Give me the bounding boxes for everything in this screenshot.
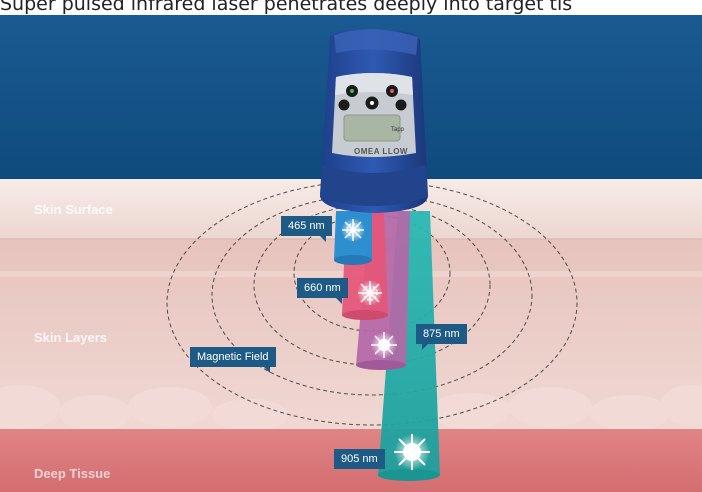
layer-label-deep-tissue: Deep Tissue xyxy=(34,466,111,481)
sparkle-465 xyxy=(341,218,365,242)
layer-label-skin-surface: Skin Surface xyxy=(34,202,113,217)
sparkle-875 xyxy=(371,332,397,358)
callout-875nm: 875 nm xyxy=(416,324,467,350)
sparkle-905 xyxy=(394,434,430,470)
caption-text: Super pulsed infrared laser penetrates d… xyxy=(0,0,702,15)
laser-device xyxy=(320,29,428,213)
device-sublabel: Tapp xyxy=(391,127,405,133)
callout-magnetic-field: Magnetic Field xyxy=(190,347,276,373)
layer-label-skin-layers: Skin Layers xyxy=(34,330,107,345)
sparkle-660 xyxy=(357,280,383,306)
tissue-bubbles xyxy=(0,385,702,431)
callout-905nm: 905 nm xyxy=(334,449,385,469)
callout-660nm: 660 nm xyxy=(297,278,348,304)
diagram-artwork xyxy=(0,15,702,492)
callout-465nm: 465 nm xyxy=(281,216,332,242)
device-brand: OMEA LLOW xyxy=(354,147,408,156)
